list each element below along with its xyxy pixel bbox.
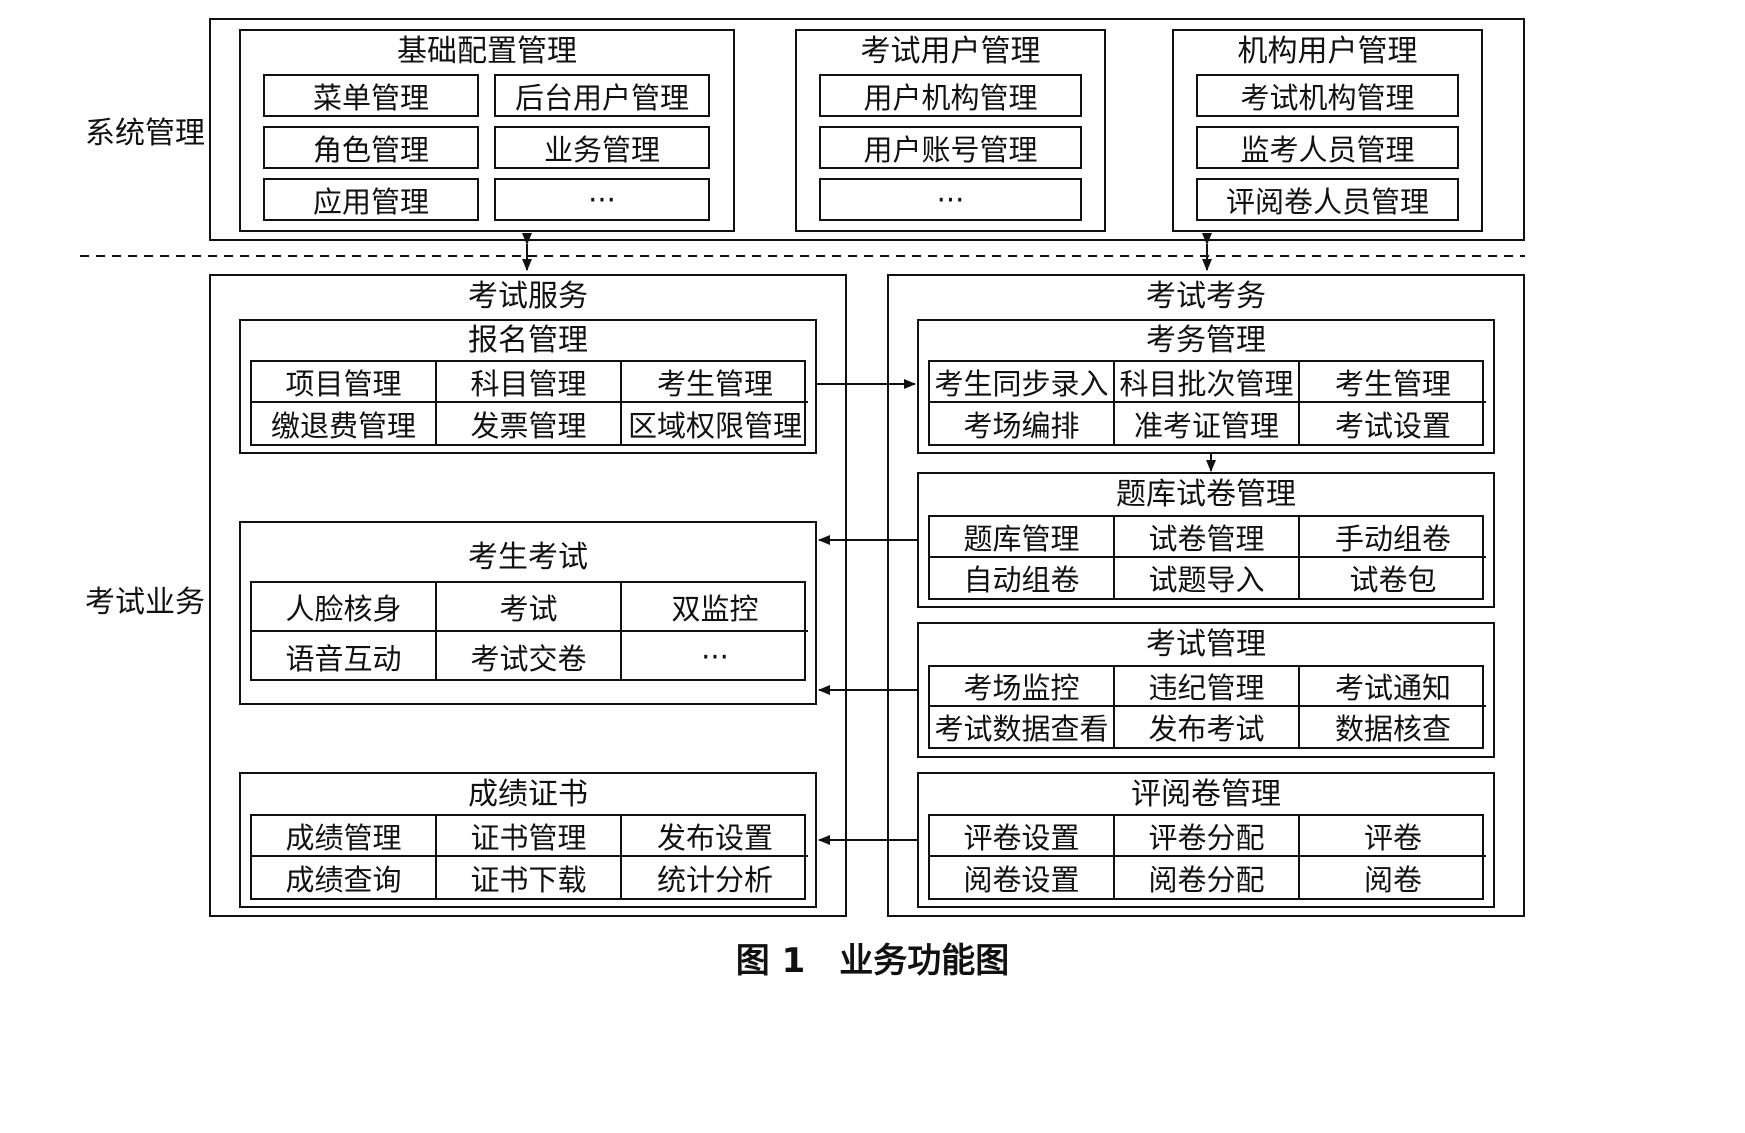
registration-cell: 缴退费管理 [252,403,437,444]
basic-config-item: 菜单管理 [263,74,479,117]
candidate-exam-title: 考生考试 [468,540,588,575]
affairs-mgmt-title: 考务管理 [1146,323,1266,358]
affairs-mgmt-cell: 考场编排 [930,403,1115,444]
exam-mgmt-cell: 数据核查 [1334,712,1451,746]
registration-cell: 科目管理 [437,362,622,403]
candidate-exam-grid: 人脸核身 考试 双监控 语音互动 考试交卷 ··· [250,581,808,681]
question-bank-grid: 题库管理 试卷管理 手动组卷 自动组卷 试题导入 试卷包 [928,515,1486,600]
candidate-exam-cell: 语音互动 [252,632,437,681]
question-bank-cell: 题库管理 [930,517,1115,558]
grading-title: 评阅卷管理 [1131,777,1281,812]
score-cert-cell: 成绩管理 [252,816,437,857]
grading-cell: 阅卷 [1363,862,1422,897]
affairs-mgmt-cell: 考试设置 [1334,408,1451,443]
grading-cell: 评卷 [1300,816,1486,857]
score-cert-cell: 证书管理 [437,816,622,857]
candidate-exam-cell: ··· [701,639,729,674]
registration-cell: 发票管理 [437,403,622,444]
org-users-title: 机构用户管理 [1237,34,1418,69]
question-bank-cell: 自动组卷 [930,558,1115,598]
registration-title: 报名管理 [468,323,588,358]
registration-cell: 项目管理 [252,362,437,403]
question-bank-cell: 试卷管理 [1115,517,1300,558]
grading-grid: 评卷设置 评卷分配 评卷 阅卷设置 阅卷分配 阅卷 [928,814,1486,900]
basic-config-item: 应用管理 [263,178,479,221]
candidate-exam-cell: 双监控 [622,583,808,632]
question-bank-cell: 手动组卷 [1300,517,1486,558]
grading-cell: 评卷设置 [930,816,1115,857]
exam-mgmt-cell: 违纪管理 [1115,667,1300,707]
org-users-item: 监考人员管理 [1196,126,1459,169]
registration-cell: 考生管理 [622,362,808,403]
score-cert-grid: 成绩管理 证书管理 发布设置 成绩查询 证书下载 统计分析 [250,814,808,900]
exam-service-title: 考试服务 [468,279,588,314]
basic-config-item: 后台用户管理 [494,74,710,117]
score-cert-cell: 统计分析 [656,862,773,897]
side-label-exam: 考试业务 [85,585,205,620]
candidate-exam-cell: 考试 [437,583,622,632]
grading-cell: 阅卷分配 [1115,857,1300,898]
question-bank-cell: 试卷包 [1349,563,1437,597]
affairs-mgmt-cell: 准考证管理 [1115,403,1300,444]
registration-cell: 区域权限管理 [627,408,802,443]
exam-mgmt-title: 考试管理 [1146,627,1266,662]
score-cert-cell: 发布设置 [622,816,808,857]
org-users-item: 考试机构管理 [1196,74,1459,117]
figure-caption: 图 1 业务功能图 [735,941,1010,981]
score-cert-cell: 成绩查询 [252,857,437,898]
exam-affairs-title: 考试考务 [1146,279,1266,314]
grading-cell: 阅卷设置 [930,857,1115,898]
exam-mgmt-cell: 考试数据查看 [930,707,1115,747]
org-users-item: 评阅卷人员管理 [1196,178,1459,221]
candidate-exam-cell: 人脸核身 [252,583,437,632]
affairs-mgmt-cell: 考生管理 [1300,362,1486,403]
basic-config-title: 基础配置管理 [397,34,577,69]
affairs-mgmt-cell: 考生同步录入 [930,362,1115,403]
exam-mgmt-cell: 考场监控 [930,667,1115,707]
affairs-mgmt-grid: 考生同步录入 科目批次管理 考生管理 考场编排 准考证管理 考试设置 [928,360,1486,446]
exam-users-title: 考试用户管理 [860,34,1041,69]
exam-users-item: 用户机构管理 [819,74,1082,117]
exam-mgmt-cell: 发布考试 [1115,707,1300,747]
basic-config-item: 业务管理 [494,126,710,169]
exam-mgmt-grid: 考场监控 违纪管理 考试通知 考试数据查看 发布考试 数据核查 [928,665,1486,749]
basic-config-item: 角色管理 [263,126,479,169]
exam-users-item: 用户账号管理 [819,126,1082,169]
side-label-system: 系统管理 [85,116,205,151]
question-bank-title: 题库试卷管理 [1116,477,1296,512]
exam-users-item: ··· [819,178,1082,221]
candidate-exam-cell: 考试交卷 [437,632,622,681]
affairs-mgmt-cell: 科目批次管理 [1115,362,1300,403]
exam-mgmt-cell: 考试通知 [1300,667,1486,707]
question-bank-cell: 试题导入 [1115,558,1300,598]
grading-cell: 评卷分配 [1115,816,1300,857]
registration-grid: 项目管理 科目管理 考生管理 缴退费管理 发票管理 区域权限管理 [250,360,808,446]
score-cert-cell: 证书下载 [437,857,622,898]
score-cert-title: 成绩证书 [468,777,588,812]
basic-config-item: ··· [494,178,710,221]
